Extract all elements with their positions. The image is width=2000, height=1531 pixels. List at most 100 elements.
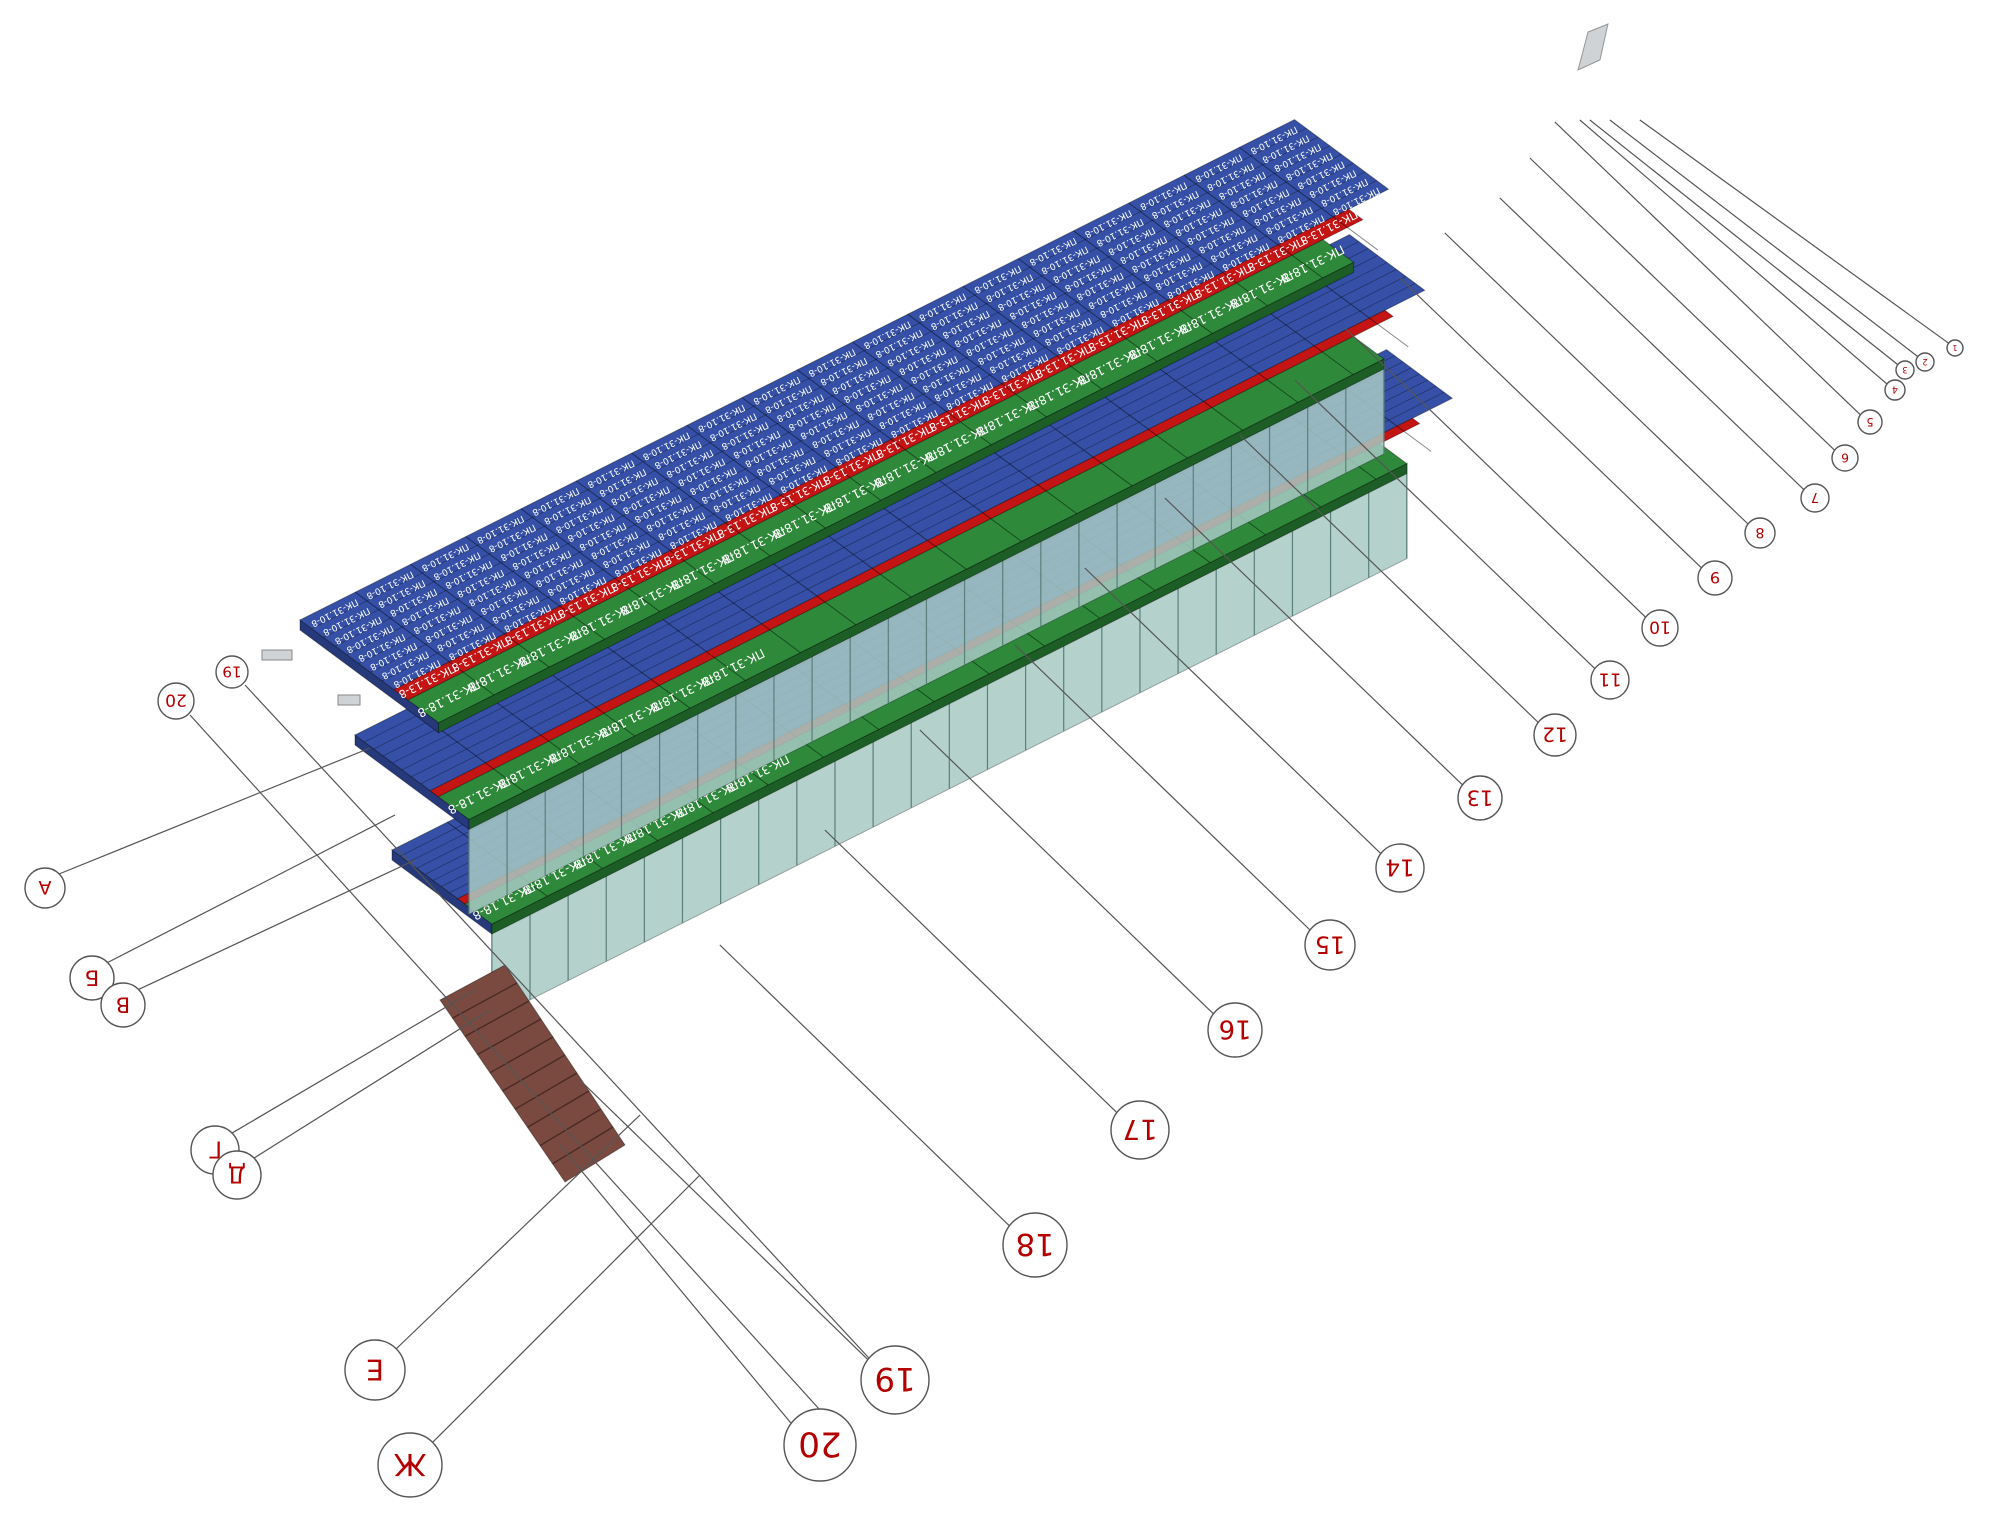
axis-bubble-letter-circle xyxy=(69,955,115,1001)
leader-axis-16 xyxy=(919,729,1214,1015)
axis-bubble-number-circle xyxy=(1207,1002,1263,1058)
leader-axis-4 xyxy=(1579,119,1888,385)
axis-bubble-number-circle xyxy=(1457,775,1503,821)
panel-joint xyxy=(401,269,1397,771)
leader-axis-10 xyxy=(1344,327,1647,618)
axis-bubble-number: 14 xyxy=(1375,843,1425,893)
axis-bubble-top-label: 20 xyxy=(165,690,187,710)
axis-bubble-number: 15 xyxy=(1304,919,1356,971)
leader-axis-19-through xyxy=(244,684,881,1371)
axis-bubble-number-circle xyxy=(1110,1100,1170,1160)
axis-bubble-number-circle xyxy=(860,1345,930,1415)
leader-axis-11 xyxy=(1294,379,1596,670)
axis-bubble-number-label: 17 xyxy=(1122,1113,1157,1145)
axis-bubble-letter-circle xyxy=(100,982,146,1028)
axis-bubble-number-label: 1 xyxy=(1952,343,1957,352)
axis-bubble-number-label: 14 xyxy=(1385,854,1414,880)
axis-bubble-number: 17 xyxy=(1110,1100,1170,1160)
axis-bubble-letter-label: Ж xyxy=(393,1446,426,1481)
panel-joint xyxy=(358,162,1354,664)
stair-step xyxy=(502,1054,566,1092)
leader-axis-5 xyxy=(1554,121,1861,416)
stair-step xyxy=(489,1036,554,1074)
red-slab-strip xyxy=(393,208,1364,701)
panel-joint xyxy=(741,397,881,501)
panel-joint xyxy=(354,591,495,696)
panel-joint xyxy=(796,369,937,473)
panel-joint xyxy=(1128,202,1268,307)
axis-bubble-top: 19 xyxy=(215,655,249,689)
panel-joint xyxy=(686,424,826,529)
panel-joint xyxy=(575,480,716,585)
axis-bubble-number-circle xyxy=(1831,444,1859,472)
axis-bubble-number-circle xyxy=(1533,713,1577,757)
leader-axis-15 xyxy=(1014,644,1311,931)
axis-bubble-letter-circle xyxy=(344,1339,406,1401)
leader-axis-1 xyxy=(1639,119,1949,344)
brick-stair xyxy=(439,964,626,1183)
axis-bubble-number-label: 10 xyxy=(1649,617,1671,637)
blue-slab-field xyxy=(299,119,1390,691)
stair-step xyxy=(539,1108,602,1147)
axis-bubble-number-circle xyxy=(1915,352,1935,372)
axis-bubble-number: 5 xyxy=(1857,409,1883,435)
axis-bubble-number-circle xyxy=(1641,609,1679,647)
axis-bubble-number-circle xyxy=(1002,1212,1068,1278)
panel-joint xyxy=(370,171,1366,673)
axis-bubble-number: 8 xyxy=(1744,517,1776,549)
stair-step xyxy=(477,1018,542,1056)
axis-bubble-number-label: 15 xyxy=(1315,930,1345,958)
panel-joint xyxy=(420,282,1416,785)
axis-bubble-number-circle xyxy=(1375,843,1425,893)
slab-level-middle: ПК-31.18-8ПК-31.18-8ПК-31.18-8ПК-31.18-8… xyxy=(354,234,1426,916)
axis-bubble-number-label: 9 xyxy=(1710,568,1720,587)
axis-bubble-number: 2 xyxy=(1915,352,1935,372)
leader-axis-14 xyxy=(1084,567,1382,855)
axis-bubble-letter-label: Г xyxy=(208,1136,222,1162)
axis-bubble-top-circle xyxy=(215,655,249,689)
panel-joint xyxy=(962,285,1102,390)
leader-axis-Г xyxy=(231,989,476,1134)
panel-joint xyxy=(392,262,1388,764)
axis-bubble-top-circle xyxy=(157,682,195,720)
axis-bubble-letter: Ж xyxy=(377,1432,443,1498)
axis-bubble-number-label: 3 xyxy=(1902,364,1907,374)
axis-bubble-top-label: 19 xyxy=(222,662,241,680)
panel-joint xyxy=(1073,230,1213,334)
axis-bubble-number-circle xyxy=(1895,360,1915,380)
leader-axis-8 xyxy=(1444,232,1749,525)
pipe-stub xyxy=(337,694,361,706)
axis-bubble-number: 9 xyxy=(1697,560,1733,596)
axis-bubble-number-label: 12 xyxy=(1542,723,1567,747)
panel-joint xyxy=(410,563,550,668)
leader-axis-13 xyxy=(1164,497,1463,786)
stair-step xyxy=(552,1126,614,1165)
axis-bubble-number-label: 11 xyxy=(1599,668,1622,689)
leader-axis-7 xyxy=(1499,197,1805,491)
axis-bubble-number-label: 8 xyxy=(1755,524,1764,540)
axis-bubble-letter-label: Д xyxy=(228,1161,246,1187)
roof-hatch xyxy=(261,23,1609,706)
axis-bubble-letter-label: В xyxy=(116,992,130,1016)
axis-bubble-letter: Б xyxy=(69,955,115,1001)
axis-bubble-number: 12 xyxy=(1533,713,1577,757)
panel-joint xyxy=(335,145,1330,647)
leader-axis-3 xyxy=(1589,119,1899,366)
panel-joint xyxy=(907,313,1047,418)
axis-bubble-letter-label: Б xyxy=(85,965,99,989)
panel-joint xyxy=(311,127,1307,630)
axis-bubbles: АБВГДЕЖ123456789101112131415161718192020… xyxy=(24,339,1964,1498)
axis-bubble-number: 11 xyxy=(1590,660,1630,700)
axis-bubble-letter-circle xyxy=(377,1432,443,1498)
axis-bubble-number-circle xyxy=(1697,560,1733,596)
axis-bubble-number: 7 xyxy=(1800,483,1830,513)
green-slab-strip xyxy=(437,335,1385,820)
panel-joint xyxy=(465,536,605,640)
axis-bubble-letter: Д xyxy=(212,1150,262,1200)
axis-bubble-number: 19 xyxy=(860,1345,930,1415)
leader-axis-18 xyxy=(719,944,1010,1227)
leader-axis-Е xyxy=(395,1114,641,1350)
leader-axis-20-through xyxy=(189,714,821,1411)
stair-step xyxy=(514,1072,578,1110)
